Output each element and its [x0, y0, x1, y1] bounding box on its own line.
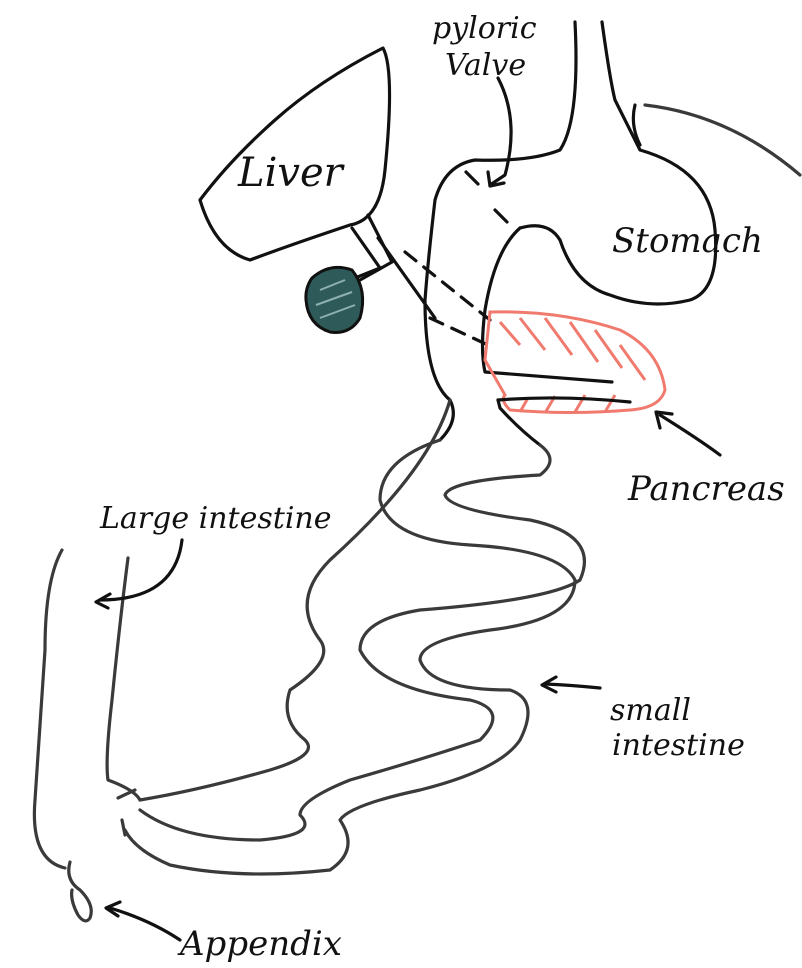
pyloric-valve-label: Valve [445, 48, 526, 83]
pancreatic-duct [498, 398, 630, 402]
pyloric-valve-mark [466, 172, 478, 184]
large-intestine-notch [118, 790, 135, 835]
pyloric-valve-label: pyloric [432, 11, 537, 46]
liver-label: Liver [237, 150, 346, 196]
small-intestine-label: small [610, 693, 691, 728]
large-intestine-label: Large intestine [99, 501, 332, 536]
body-outline [645, 105, 800, 175]
pyloric-valve-arrow [490, 78, 511, 185]
bile-duct-dashed [405, 252, 490, 320]
duodenum-right [483, 228, 613, 382]
esophagus-right [520, 22, 716, 304]
appendix-arrow [110, 908, 180, 940]
gallbladder [306, 267, 363, 332]
small-intestine-label: intestine [612, 728, 745, 763]
pancreas-label: Pancreas [627, 469, 785, 509]
pyloric-valve-mark [495, 210, 507, 222]
bile-duct-dashed [430, 318, 488, 345]
large-intestine-left [34, 550, 65, 868]
appendix-shape [69, 862, 92, 921]
appendix-label: Appendix [177, 924, 342, 964]
small-intestine-connector [140, 400, 450, 800]
stomach-label: Stomach [612, 221, 763, 261]
pancreas-arrow [660, 415, 720, 455]
pancreatic-duct [498, 400, 540, 445]
small-intestine-arrow [545, 684, 600, 688]
large-intestine-arrow [100, 540, 182, 600]
